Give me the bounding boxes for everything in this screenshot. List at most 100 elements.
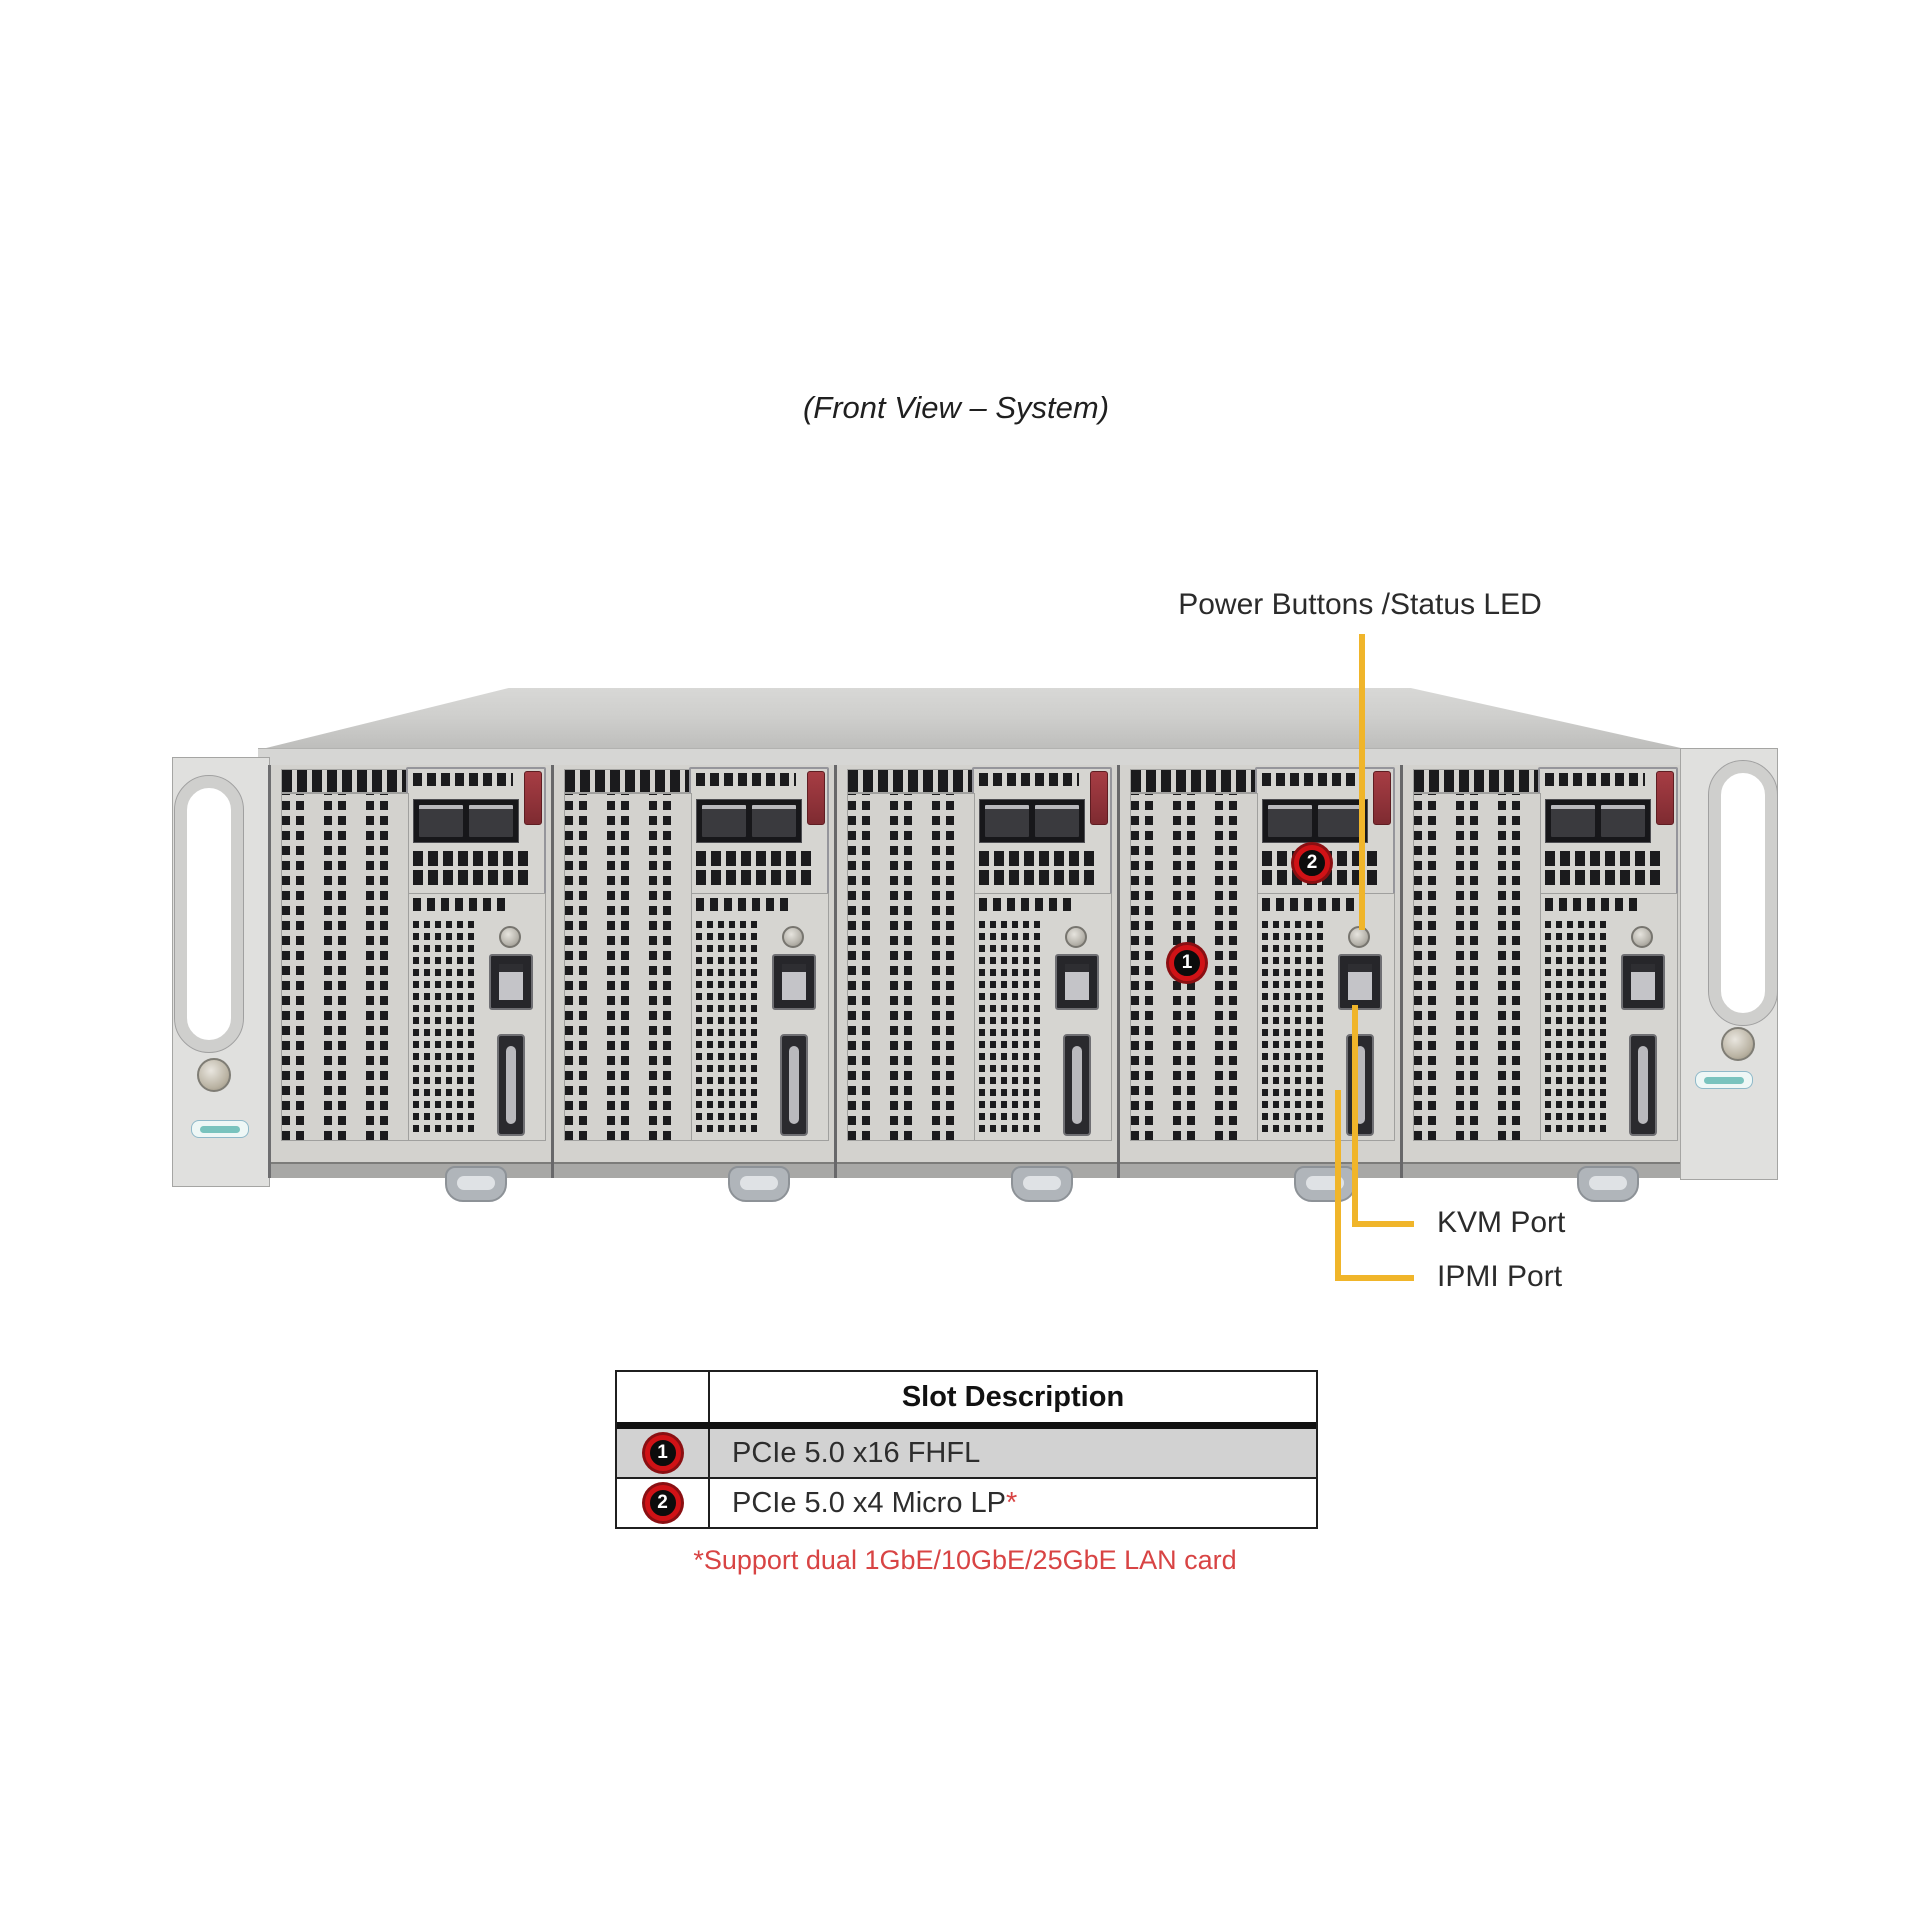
red-latch xyxy=(524,771,542,825)
slot-number-badge: 1 xyxy=(644,1435,681,1471)
perforated-panel xyxy=(1413,793,1541,1141)
kvm-port xyxy=(1621,954,1665,1010)
rj45-jack xyxy=(1631,964,1655,1000)
vent-row xyxy=(696,898,790,911)
vent-row xyxy=(1130,769,1258,793)
sled-bottom-rail xyxy=(1120,1162,1400,1178)
kvm-callout-line xyxy=(1352,1221,1414,1227)
sled-bottom-rail xyxy=(1403,1162,1683,1178)
ipmi-callout-line xyxy=(1335,1090,1341,1281)
lan-port-cages xyxy=(1545,799,1651,843)
footnote-asterisk: * xyxy=(1006,1486,1018,1519)
pull-tab-handle xyxy=(444,1166,507,1202)
slot-marker-1: 1 xyxy=(1169,945,1205,981)
slot-description-cell: PCIe 5.0 x16 FHFL xyxy=(732,1436,981,1469)
vent-grid xyxy=(413,920,477,1132)
io-panel xyxy=(974,893,1112,1141)
rack-ear-right xyxy=(1680,748,1778,1180)
kvm-callout-line xyxy=(1352,1005,1358,1227)
vent-grid xyxy=(1545,851,1665,885)
sled-bottom-rail xyxy=(554,1162,834,1178)
supermicro-logo-badge xyxy=(1695,1071,1753,1089)
lan-port-cages xyxy=(413,799,519,843)
slot-marker-2: 2 xyxy=(1294,845,1330,881)
ipmi-port xyxy=(1629,1034,1657,1136)
kvm-port-label: KVM Port xyxy=(1437,1206,1566,1239)
rj45-jack xyxy=(1348,964,1372,1000)
vent-grid xyxy=(979,920,1043,1132)
chassis-top-cover xyxy=(258,688,1690,750)
figure-title: (Front View – System) xyxy=(802,390,1110,425)
pull-tab-handle xyxy=(1010,1166,1073,1202)
table-header-row: Slot Description xyxy=(617,1372,1316,1422)
nic-module xyxy=(406,767,546,895)
nic-module xyxy=(972,767,1112,895)
kvm-port xyxy=(1055,954,1099,1010)
connector-pins xyxy=(1638,1046,1648,1124)
thumbscrew xyxy=(1721,1027,1755,1061)
connector-pins xyxy=(1355,1046,1365,1124)
rack-ear-left xyxy=(172,757,270,1187)
vent-row xyxy=(979,773,1079,786)
lan-port xyxy=(469,805,513,837)
rj45-jack xyxy=(1065,964,1089,1000)
vent-row xyxy=(413,898,507,911)
vent-row xyxy=(1262,898,1356,911)
vent-grid xyxy=(1545,920,1609,1132)
connector-pins xyxy=(1072,1046,1082,1124)
table-row-separator xyxy=(617,1477,1316,1479)
connector-pins xyxy=(506,1046,516,1124)
lan-port xyxy=(702,805,746,837)
power-button-label: Power Buttons /Status LED xyxy=(1178,588,1542,621)
lan-port xyxy=(985,805,1029,837)
vent-row xyxy=(1262,773,1362,786)
sled-bottom-rail xyxy=(837,1162,1117,1178)
perforated-panel xyxy=(281,793,409,1141)
nic-module xyxy=(689,767,829,895)
io-panel xyxy=(1257,893,1395,1141)
server-node-sled xyxy=(1403,765,1683,1202)
kvm-port xyxy=(1338,954,1382,1010)
kvm-port xyxy=(489,954,533,1010)
vent-grid xyxy=(979,851,1099,885)
vent-grid xyxy=(696,920,760,1132)
vent-row xyxy=(979,898,1073,911)
rack-handle-right xyxy=(1708,760,1778,1026)
vent-row xyxy=(1413,769,1541,793)
nic-module xyxy=(1255,767,1395,895)
lan-port-cages xyxy=(696,799,802,843)
table-header-label: Slot Description xyxy=(901,1380,1125,1413)
vent-row xyxy=(564,769,692,793)
rj45-jack xyxy=(499,964,523,1000)
supermicro-logo-badge xyxy=(191,1120,249,1138)
ipmi-port xyxy=(497,1034,525,1136)
vent-row xyxy=(847,769,975,793)
power-button xyxy=(1065,926,1087,948)
vent-row xyxy=(696,773,796,786)
red-latch xyxy=(1373,771,1391,825)
rack-handle-left xyxy=(174,775,244,1053)
thumbscrew xyxy=(197,1058,231,1092)
red-latch xyxy=(807,771,825,825)
table-badge-cell: 2 xyxy=(617,1479,710,1527)
power-callout-line xyxy=(1359,634,1365,930)
table-header-badge-cell xyxy=(617,1372,710,1422)
ipmi-callout-line xyxy=(1335,1275,1414,1281)
lan-port xyxy=(1551,805,1595,837)
power-button xyxy=(1631,926,1653,948)
lan-port xyxy=(752,805,796,837)
vent-row xyxy=(1545,898,1639,911)
ipmi-port xyxy=(1063,1034,1091,1136)
pull-tab-handle xyxy=(1293,1166,1356,1202)
perforated-panel xyxy=(847,793,975,1141)
server-node-sled xyxy=(554,765,837,1202)
power-button xyxy=(782,926,804,948)
vent-row xyxy=(281,769,409,793)
lan-port xyxy=(419,805,463,837)
vent-grid xyxy=(696,851,816,885)
red-latch xyxy=(1656,771,1674,825)
